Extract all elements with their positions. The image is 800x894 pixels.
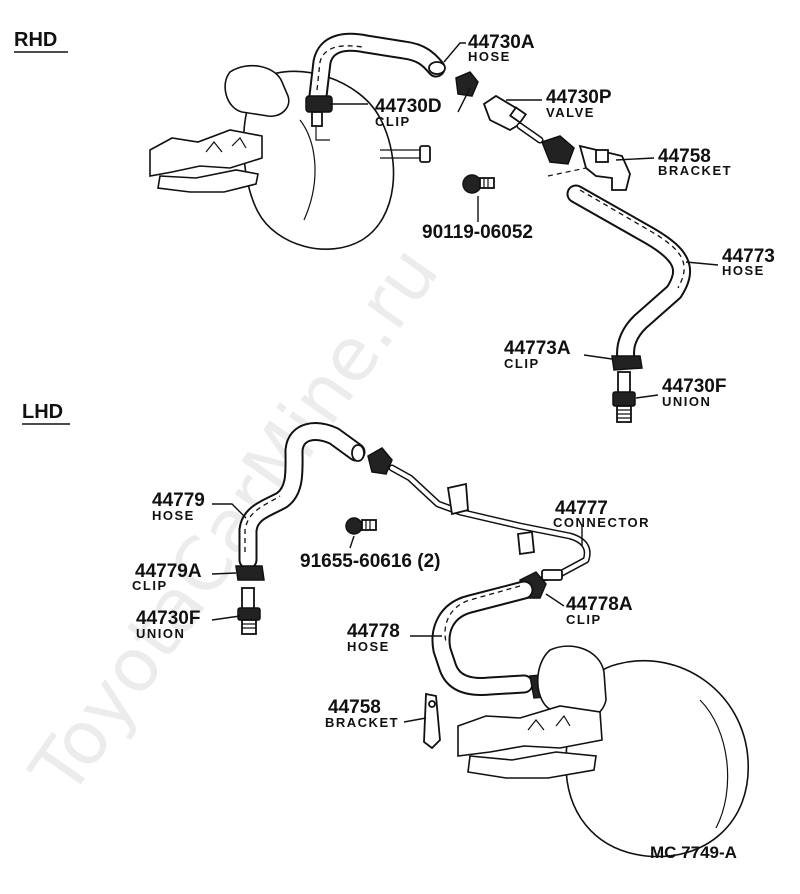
rhd-hose-44730A bbox=[308, 32, 446, 106]
lhd-bolts-91655 bbox=[345, 517, 377, 535]
callout-lhd-44758-name: BRACKET bbox=[325, 715, 399, 730]
callout-44758-number: 44758 bbox=[658, 146, 711, 167]
rhd-clip-44773A bbox=[611, 355, 643, 371]
callout-44777-number: 44777 bbox=[555, 498, 608, 519]
callout-44773-number: 44773 bbox=[722, 246, 775, 267]
callout-44773A-name: CLIP bbox=[504, 356, 540, 371]
callout-44778-number: 44778 bbox=[347, 621, 400, 642]
callout-44778A-number: 44778A bbox=[566, 594, 633, 615]
callout-rhd-44730F-name: UNION bbox=[662, 394, 711, 409]
callout-44778-name: HOSE bbox=[347, 639, 390, 654]
callout-44779A-number: 44779A bbox=[135, 561, 202, 582]
callout-44730D-name: CLIP bbox=[375, 114, 411, 129]
callout-44730D-number: 44730D bbox=[375, 96, 442, 117]
lhd-hose-44779 bbox=[238, 422, 366, 570]
callout-44779-number: 44779 bbox=[152, 490, 205, 511]
callout-44730A-number: 44730A bbox=[468, 32, 535, 53]
callout-lhd-44730F-number: 44730F bbox=[136, 608, 200, 629]
callout-44730A-name: HOSE bbox=[468, 49, 511, 64]
callout-44773A-number: 44773A bbox=[504, 338, 571, 359]
callout-44758-name: BRACKET bbox=[658, 163, 732, 178]
lhd-section-label: LHD bbox=[22, 401, 63, 423]
rhd-valve-44730P bbox=[482, 94, 544, 144]
callout-44779-name: HOSE bbox=[152, 508, 195, 523]
lhd-bracket-44758 bbox=[423, 692, 441, 750]
lhd-brake-booster bbox=[457, 645, 749, 858]
rhd-section: RHD bbox=[14, 29, 775, 423]
callout-90119-number: 90119-06052 bbox=[422, 222, 533, 243]
callout-lhd-44758-number: 44758 bbox=[328, 697, 381, 718]
lhd-clip-44779A bbox=[235, 565, 265, 581]
callout-44730P-number: 44730P bbox=[546, 87, 612, 108]
callout-44778A-name: CLIP bbox=[566, 612, 602, 627]
callout-44730P-name: VALVE bbox=[546, 105, 595, 120]
callout-lhd-44730F-name: UNION bbox=[136, 626, 185, 641]
diagram-reference-code: MC 7749-A bbox=[650, 843, 737, 862]
rhd-union-44730F bbox=[612, 371, 636, 423]
callout-44777-name: CONNECTOR bbox=[553, 515, 650, 530]
callout-44779A-name: CLIP bbox=[132, 578, 168, 593]
callout-rhd-44730F-number: 44730F bbox=[662, 376, 726, 397]
rhd-valve-clip bbox=[455, 71, 479, 97]
lhd-union-44730F bbox=[237, 587, 261, 635]
callout-91655-number: 91655-60616 (2) bbox=[300, 551, 441, 572]
callout-44773-name: HOSE bbox=[722, 263, 765, 278]
rhd-bracket-44758 bbox=[541, 135, 631, 191]
rhd-brake-booster bbox=[149, 64, 431, 250]
lhd-connector-44777 bbox=[388, 464, 591, 582]
lhd-connector-clip bbox=[367, 447, 393, 475]
lhd-section: LHD bbox=[22, 401, 749, 858]
rhd-clip-44730D bbox=[305, 95, 333, 141]
rhd-hose-44773 bbox=[566, 184, 692, 370]
rhd-section-label: RHD bbox=[14, 29, 57, 51]
rhd-bolt-90119 bbox=[462, 174, 495, 194]
